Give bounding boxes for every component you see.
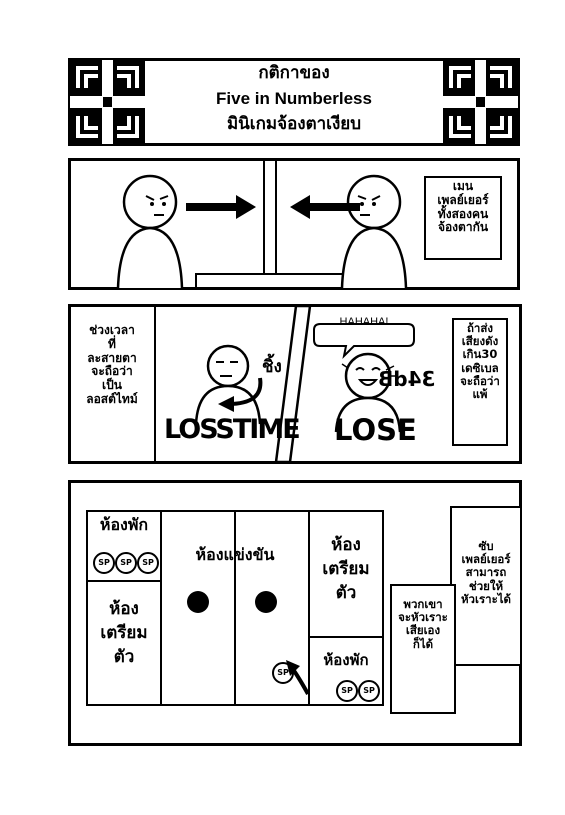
- rest-room-top-label: ห้องพัก: [99, 515, 149, 534]
- prep-room-left-box: [86, 580, 162, 706]
- left-pattern-icon: [70, 60, 145, 144]
- sp-text: SP: [98, 558, 110, 567]
- sound-level: 34dB: [378, 367, 436, 391]
- sp-token-6: SP: [358, 680, 380, 702]
- sp-text: SP: [142, 558, 154, 567]
- panel2-right-caption-box: [452, 318, 508, 446]
- sfx-ching: ชิ้ง: [262, 357, 282, 377]
- prep-room-right-box: [308, 510, 384, 638]
- panel1-caption: เมน เพลย์เยอร์ ทั้งสองคน จ้องตากัน: [437, 179, 489, 235]
- caption-they-laugh: พวกเขา จะหัวเราะ เสียเอง ก็ได้: [398, 597, 448, 651]
- title-line-2: Five in Numberless: [216, 89, 372, 108]
- title-line-3: มินิเกมจ้องตาเงียบ: [226, 114, 362, 134]
- sp-token-1: SP: [93, 552, 115, 574]
- sp-text: SP: [120, 558, 132, 567]
- sp-text: SP: [341, 686, 353, 695]
- panel2-divider-left: [154, 305, 156, 463]
- panel2-right-caption: ถ้าส่ง เสียงดัง เกิน30 เดซิเบล จะถือว่า …: [460, 321, 500, 402]
- lose-label: LOSE: [334, 413, 417, 447]
- panel2-left-caption: ช่วงเวลา ที่ ละสายตา จะถือว่า เป็น ลอสต์…: [86, 323, 138, 406]
- panel1-caption-box: [424, 176, 502, 260]
- staring-scene: [116, 158, 408, 289]
- competition-room-label: ห้องแข่งขัน: [195, 545, 275, 564]
- speech-bubble-text: HAHAHA!: [339, 316, 389, 328]
- caption-sub-player: ซับ เพลย์เยอร์ สามารถ ช่วยให้ หัวเราะได้: [460, 539, 512, 606]
- losstime-label: LOSSTIME: [164, 414, 301, 445]
- sp-token-5: SP: [336, 680, 358, 702]
- rest-room-bottom-label: ห้องพัก: [323, 651, 369, 669]
- competition-room-divider: [234, 511, 236, 705]
- sp-text: SP: [277, 668, 289, 677]
- sp-token-2: SP: [115, 552, 137, 574]
- sp-token-4: SP: [272, 662, 294, 684]
- caption-they-laugh-box: [390, 584, 456, 714]
- caption-sub-player-box: [450, 506, 520, 666]
- panel2-left-caption-box: [72, 314, 150, 456]
- prep-room-right-label: ห้อง เตรียม ตัว: [322, 535, 370, 603]
- panel2-art: [194, 304, 415, 464]
- sp-text: SP: [363, 686, 375, 695]
- prep-room-left-label: ห้อง เตรียม ตัว: [100, 599, 148, 667]
- sp-token-3: SP: [137, 552, 159, 574]
- right-pattern-icon: [443, 60, 518, 144]
- title-line-1: กติกาของ: [258, 63, 330, 83]
